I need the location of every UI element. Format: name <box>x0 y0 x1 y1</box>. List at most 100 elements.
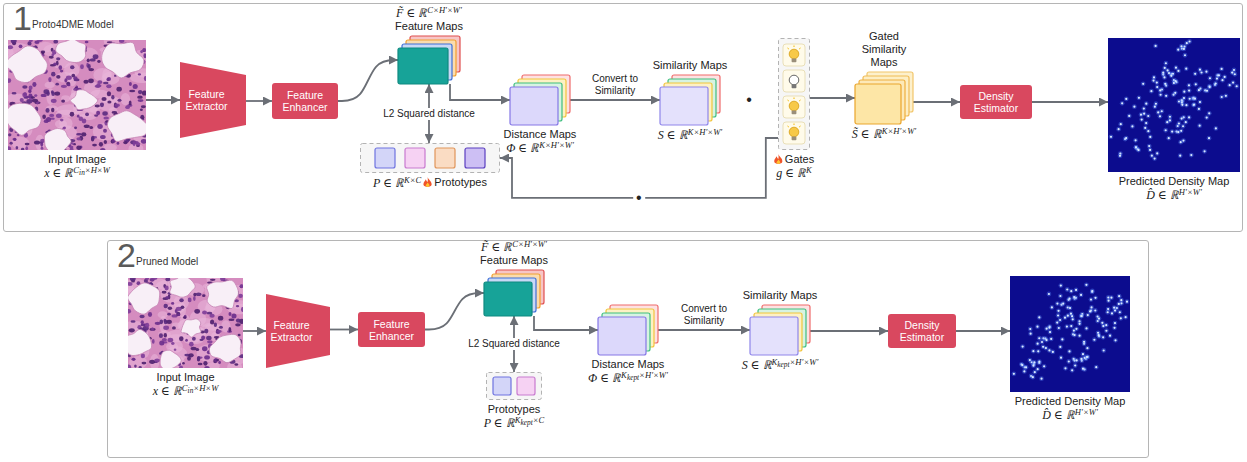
gate-cell-ground <box>783 44 805 66</box>
dashed-frame <box>361 144 500 173</box>
density-peak <box>1159 115 1161 117</box>
density-glow <box>1070 368 1075 373</box>
math-label: D̂ ∈ ℝH′×W′ <box>1042 408 1098 422</box>
density-glow <box>1132 104 1137 109</box>
cell-nucleus <box>171 342 175 345</box>
density-glow <box>1124 136 1129 141</box>
density-peak <box>1048 349 1050 351</box>
density-peak <box>1164 83 1166 85</box>
math-part: C <box>182 383 188 393</box>
density-peak <box>1157 111 1159 113</box>
density-peak <box>1032 365 1034 367</box>
cell-nucleus <box>25 146 28 150</box>
cell-nucleus <box>167 313 171 316</box>
density-glow <box>1058 283 1063 288</box>
cell-nucleus <box>42 115 46 119</box>
math-subscript: kept <box>520 418 532 427</box>
density-glow <box>1097 316 1102 321</box>
density-peak <box>1215 82 1217 84</box>
cell-nucleus <box>118 99 122 102</box>
cell-nucleus <box>53 40 58 44</box>
density-peak <box>1094 297 1096 299</box>
cell-nucleus <box>104 140 107 144</box>
cell-nucleus <box>129 328 135 332</box>
density-glow <box>1154 101 1159 106</box>
density-glow <box>1123 315 1128 320</box>
tissue-patch <box>104 144 117 150</box>
cell-nucleus <box>89 126 93 129</box>
density-glow <box>1141 106 1146 111</box>
math-superscript: C×H′×W′ <box>512 239 547 249</box>
density-peak <box>1186 42 1188 44</box>
fat-vacuole <box>128 329 152 355</box>
density-glow <box>1113 308 1118 313</box>
caption-label: Distance Maps <box>504 128 577 141</box>
density-glow <box>1074 326 1079 331</box>
density-glow <box>1104 328 1109 333</box>
density-glow <box>1198 100 1203 105</box>
prototype-vector <box>435 148 455 168</box>
panel-text-holder: Pruned Model <box>136 256 198 268</box>
cell-nucleus <box>55 83 59 86</box>
bulb-glass <box>789 75 799 85</box>
density-peak <box>1140 114 1142 116</box>
density-glow <box>1149 89 1154 94</box>
fat-vacuole <box>56 40 86 62</box>
density-glow <box>1072 295 1077 300</box>
density-peak <box>1144 127 1146 129</box>
density-peak <box>1090 306 1092 308</box>
density-glow <box>1178 153 1183 158</box>
cell-nucleus <box>179 336 184 341</box>
density-glow <box>1184 103 1189 108</box>
feature-maps: F̃ ∈ ℝC×H′×W′Feature Maps <box>398 36 460 84</box>
feature-maps-shape <box>398 36 460 84</box>
density-peak <box>1109 335 1111 337</box>
caption-label: Similarity Maps <box>653 59 728 72</box>
density-peak <box>1221 96 1223 98</box>
prototype-vector <box>493 377 511 395</box>
density-glow <box>1101 324 1106 329</box>
density-glow <box>1158 114 1163 119</box>
density-glow <box>1125 299 1130 304</box>
map-layer <box>750 317 798 355</box>
cell-nucleus <box>198 363 203 366</box>
density-peak <box>1075 328 1077 330</box>
cell-nucleus <box>114 104 120 107</box>
caption-label: Gates <box>785 153 814 166</box>
dashed-frame <box>487 373 542 400</box>
density-glow <box>1042 364 1047 369</box>
gate-cell <box>783 122 805 144</box>
math-label: S̃ ∈ ℝK×H′×W′ <box>852 127 916 141</box>
density-peak <box>1195 83 1197 85</box>
density-peak <box>1198 89 1200 91</box>
bulb-ray <box>788 126 789 127</box>
feature-maps-shape <box>484 270 544 316</box>
density-peak <box>1199 69 1201 71</box>
cell-nucleus <box>187 356 191 361</box>
math-superscript: K×C <box>404 175 421 185</box>
gate-vector-shape <box>778 38 810 150</box>
block-label: Density Estimator <box>964 90 1028 114</box>
density-glow <box>1109 134 1114 139</box>
math-part: K <box>621 370 627 380</box>
math-superscript: Cin×H×W <box>182 383 219 393</box>
cell-nucleus <box>100 102 104 107</box>
density-glow <box>1084 282 1089 287</box>
density-peak <box>1165 95 1167 97</box>
gate-cell-ground <box>783 96 805 118</box>
density-glow <box>1035 324 1040 329</box>
cell-nucleus <box>219 326 223 329</box>
density-peak <box>1071 369 1073 371</box>
cell-nucleus <box>44 119 49 123</box>
cell-nucleus <box>164 286 168 291</box>
density-glow <box>1074 288 1079 293</box>
cell-nucleus <box>37 40 43 42</box>
density-glow <box>1022 369 1027 374</box>
bulb-glass <box>789 101 799 111</box>
density-glow <box>1067 349 1072 354</box>
density-peak <box>1107 311 1109 313</box>
density-peak <box>1082 353 1084 355</box>
density-glow <box>1058 345 1063 350</box>
caption-label: Gated Similarity Maps <box>862 30 907 69</box>
density-peak <box>1073 296 1075 298</box>
